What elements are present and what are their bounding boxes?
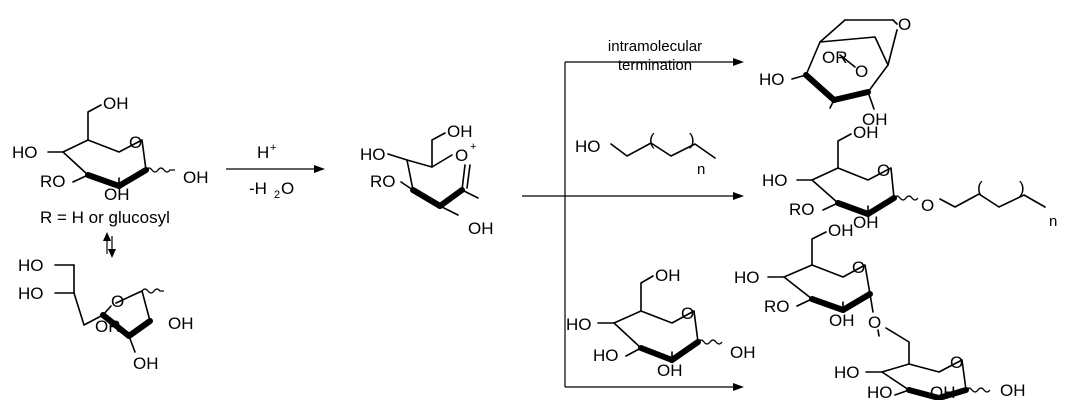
acid-condition-label: H	[257, 143, 269, 162]
bracket-open: (	[977, 178, 983, 197]
oh-label: OH	[828, 221, 854, 240]
oh-label: OH	[930, 383, 956, 400]
ring-oxygen-label: O	[681, 304, 694, 323]
ro-label: RO	[789, 200, 815, 219]
ho-label: HO	[834, 363, 860, 382]
n-subscript-label: n	[1049, 213, 1057, 230]
oh-label: OH	[1000, 381, 1026, 400]
ho-label: HO	[566, 315, 592, 334]
water-oxygen-label: O	[281, 179, 294, 198]
oh-label: OH	[183, 168, 209, 187]
or-label: OR	[822, 48, 848, 67]
bracket-close: )	[689, 130, 695, 149]
oxonium-label: O	[455, 146, 468, 165]
branching-arrows	[522, 58, 744, 391]
ro-label: RO	[370, 172, 396, 191]
ho-label: HO	[867, 383, 893, 400]
equilibrium-arrows	[103, 232, 116, 258]
ring-oxygen-label: O	[852, 258, 865, 277]
oh-label: OH	[103, 94, 129, 113]
oh-label: OH	[853, 123, 879, 142]
ho-label: HO	[734, 268, 760, 287]
ho-label: HO	[759, 70, 785, 89]
water-loss-label: -H	[249, 179, 267, 198]
ho-label: HO	[12, 143, 38, 162]
oh-label: OH	[447, 122, 473, 141]
linking-oxygen-label: O	[868, 313, 881, 332]
glucopyranose: OH O HO RO OH OH	[12, 94, 209, 204]
ho-label: HO	[575, 137, 601, 156]
glucofuranose: HO HO O OR OH OH	[18, 256, 194, 373]
glucose-reagent: OH O HO HO OH OH	[566, 266, 756, 380]
ring-oxygen-label: O	[111, 292, 124, 311]
ring-oxygen-label: O	[950, 353, 963, 372]
bracket-open: (	[649, 130, 655, 149]
oxonium-plus-sign: +	[470, 141, 476, 153]
bridge-oxygen-label: O	[898, 15, 911, 34]
oh-label: OH	[829, 311, 855, 330]
ring-oxygen-label: O	[855, 62, 868, 81]
oh-label: OH	[730, 343, 756, 362]
disaccharide-product: OH O HO RO OH O O HO HO OH OH	[734, 221, 1026, 400]
ring-oxygen-label: O	[877, 161, 890, 180]
anhydrosugar-product: O OR O HO OH	[759, 15, 911, 129]
glycosidic-oxygen-label: O	[921, 196, 934, 215]
pathway-label-line2: termination	[618, 57, 692, 74]
oh-label: OH	[853, 213, 879, 232]
alkyl-glucoside-product: OH O HO RO OH O ( ) n	[762, 123, 1057, 232]
oxocarbenium-ion: OH O + HO RO OH	[360, 122, 494, 238]
ring-oxygen-label: O	[129, 133, 142, 152]
ho-label: HO	[18, 284, 44, 303]
oh-label: OH	[468, 219, 494, 238]
ro-label: RO	[764, 297, 790, 316]
oh-label: OH	[133, 354, 159, 373]
r-definition-label: R = H or glucosyl	[40, 208, 170, 227]
oh-label: OH	[862, 110, 888, 129]
ho-label: HO	[593, 346, 619, 365]
oh-label: OH	[657, 361, 683, 380]
ho-label: HO	[18, 256, 44, 275]
oh-label: OH	[655, 266, 681, 285]
oh-label: OH	[168, 314, 194, 333]
ro-label: RO	[40, 172, 66, 191]
n-subscript-label: n	[697, 161, 705, 178]
ho-label: HO	[762, 171, 788, 190]
oh-label: OH	[104, 185, 130, 204]
or-label: OR	[95, 317, 121, 336]
bracket-close: )	[1019, 178, 1025, 197]
acid-arrow: H + -H 2 O	[226, 142, 325, 201]
ho-label: HO	[360, 145, 386, 164]
pathway-label-line1: intramolecular	[608, 38, 702, 55]
subscript-2: 2	[274, 189, 280, 201]
acid-plus-sign: +	[270, 142, 276, 154]
fatty-alcohol-reagent: HO ( ) n	[575, 130, 716, 178]
